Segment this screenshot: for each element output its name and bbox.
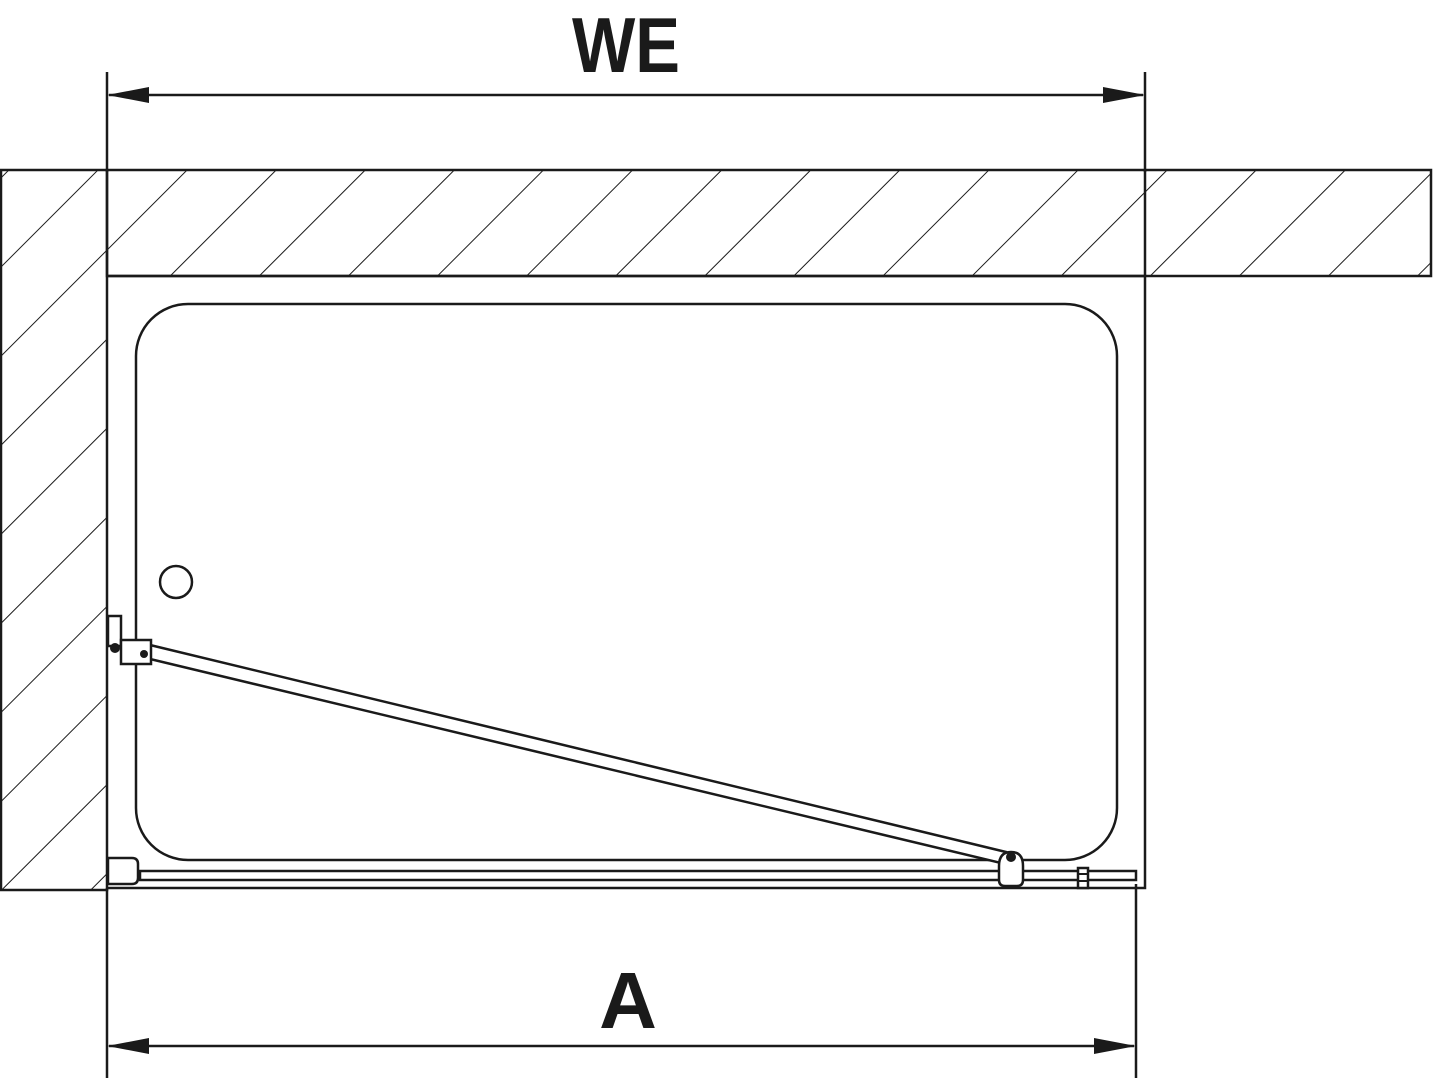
end-clip [1076, 866, 1090, 890]
top-dimension: WE [105, 1, 1147, 172]
bath-screen [106, 614, 1138, 890]
wall-profile [106, 614, 123, 648]
bottom-dimension-label: A [599, 956, 657, 1045]
glass-panel-swung [148, 643, 1008, 866]
wall-seal [106, 856, 140, 886]
top-dimension-label: WE [572, 1, 680, 89]
left-wall-hatched [0, 168, 109, 892]
bathtub-rim [107, 274, 1147, 890]
drain-icon [158, 564, 194, 600]
hinge-pivot-left [110, 643, 120, 653]
bathtub [107, 274, 1147, 890]
bottom-dimension: A [105, 884, 1138, 1078]
glass-panel-closed [138, 869, 1138, 882]
panel-hinge-end [997, 850, 1025, 888]
back-wall-hatched [105, 168, 1433, 278]
bathtub-basin [134, 302, 1119, 862]
hinge-screw [140, 650, 148, 658]
hinge-pivot-right [1006, 852, 1016, 862]
